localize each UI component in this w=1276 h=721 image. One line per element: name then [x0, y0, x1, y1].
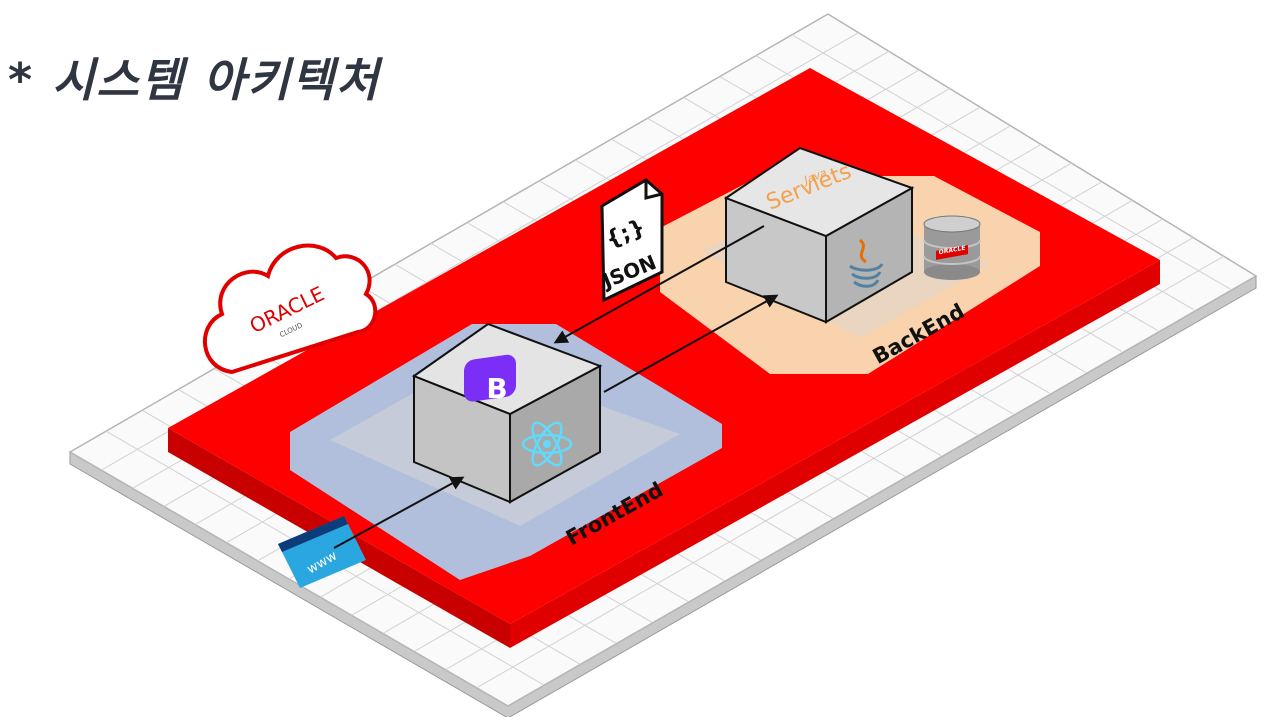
- grid-line: [476, 249, 1235, 689]
- java-icon: [849, 238, 884, 288]
- connection-arrows: [333, 225, 779, 549]
- page-title: * 시스템 아키텍처: [8, 53, 381, 107]
- www-client-icon: www: [278, 516, 366, 588]
- react-icon: [521, 421, 573, 467]
- frontend-cube: B: [411, 322, 603, 504]
- arrow-frontend-to-backend: [603, 294, 779, 393]
- oracle-database-icon: ORACLE: [923, 215, 981, 280]
- bootstrap-icon: B: [464, 354, 516, 405]
- arrow-backend-to-frontend: [553, 225, 765, 344]
- bootstrap-letter: B: [486, 372, 507, 405]
- json-document-icon: {;} JSON: [597, 178, 664, 303]
- arrow-client-to-frontend: [333, 476, 465, 549]
- oracle-cloud-logo: ORACLE CLOUD: [202, 243, 378, 375]
- db-oracle-label: ORACLE: [939, 245, 966, 257]
- backend-cube: Java Servlets: [723, 146, 915, 324]
